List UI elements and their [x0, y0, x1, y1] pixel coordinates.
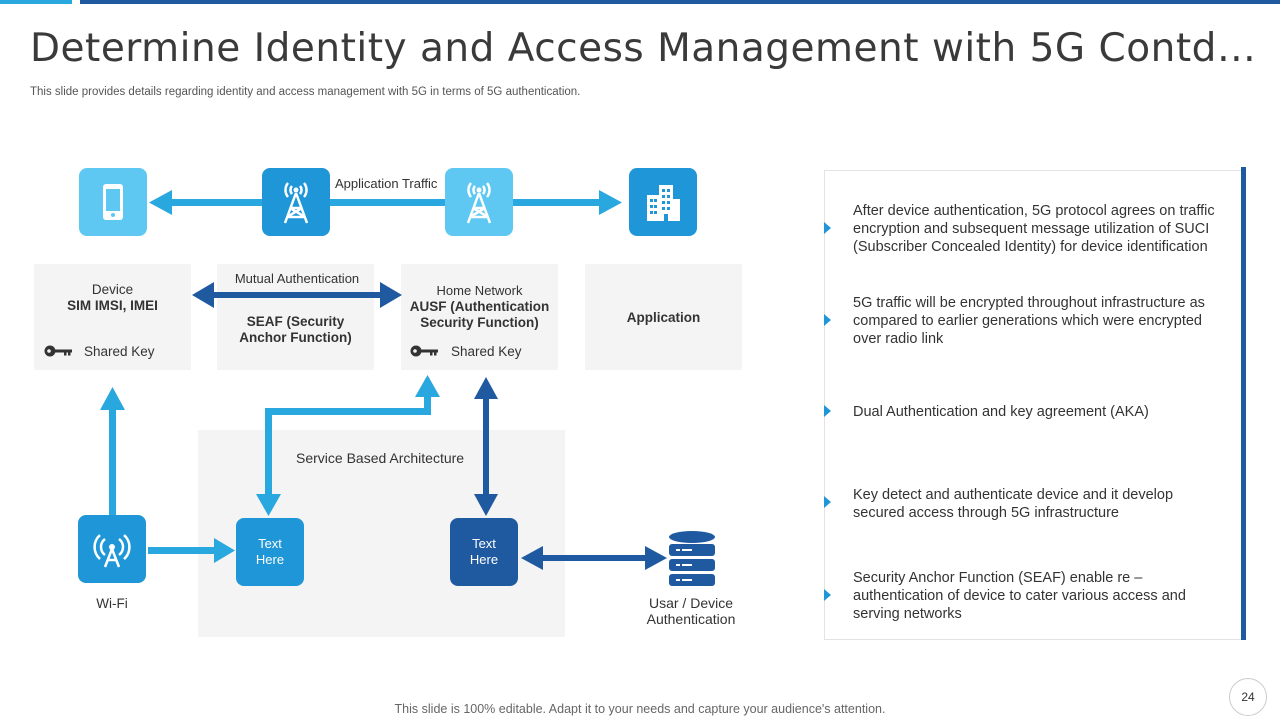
- user-auth-label-line2: Authentication: [646, 611, 736, 627]
- ausf-label-line2: Security Function): [420, 315, 539, 330]
- points-panel: [824, 170, 1242, 640]
- top-accent-bar-dark: [80, 0, 1280, 4]
- text-box-1-line1: Text: [258, 536, 282, 551]
- text-here-box-2: Text Here: [450, 518, 518, 586]
- tower-icon-box-2: [445, 168, 513, 236]
- mutual-authentication-arrow: [192, 282, 402, 308]
- sba-label: Service Based Architecture: [296, 450, 465, 466]
- device-sim-label: SIM IMSI, IMEI: [67, 298, 158, 313]
- home-network-label: Home Network: [436, 283, 523, 298]
- page-title: Determine Identity and Access Management…: [30, 26, 1257, 71]
- sba-elbow-arrow: [256, 375, 440, 516]
- building-icon: [647, 185, 680, 221]
- text-box-1-line2: Here: [255, 552, 285, 567]
- point-item: Security Anchor Function (SEAF) enable r…: [853, 570, 1186, 622]
- bullet-triangle-icon: [824, 496, 831, 508]
- device-label: Device: [91, 282, 134, 297]
- application-traffic-arrow: [149, 190, 622, 215]
- key-icon: [410, 345, 438, 357]
- footer-note: This slide is 100% editable. Adapt it to…: [394, 702, 886, 716]
- mobile-device-icon-box: [79, 168, 147, 236]
- device-shared-key-label: Shared Key: [84, 344, 155, 359]
- bullet-triangle-icon: [824, 314, 831, 326]
- bullet-triangle-icon: [824, 405, 831, 417]
- key-icon: [44, 345, 72, 357]
- mutual-authentication-label: Mutual Authentication: [234, 271, 360, 286]
- bullet-triangle-icon: [824, 589, 831, 601]
- tower-icon-box-1: [262, 168, 330, 236]
- cell-tower-icon: [283, 182, 309, 224]
- points-panel-accent-bar: [1241, 167, 1246, 640]
- point-item: 5G traffic will be encrypted throughout …: [853, 295, 1205, 347]
- application-label: Application: [626, 310, 701, 325]
- seaf-label-line2: Anchor Function): [239, 330, 352, 345]
- cell-tower-icon: [466, 182, 492, 224]
- building-icon-box: [629, 168, 697, 236]
- top-accent-bar-light: [0, 0, 72, 4]
- wifi-to-text-arrow: [148, 538, 235, 563]
- application-traffic-label: Application Traffic: [335, 176, 438, 191]
- wifi-up-arrow: [100, 387, 125, 515]
- database-icon: [669, 531, 715, 586]
- wifi-label: Wi-Fi: [96, 596, 128, 611]
- seaf-label-line1: SEAF (Security: [246, 314, 345, 329]
- ausf-label-line1: AUSF (Authentication: [409, 299, 550, 314]
- user-auth-label-line1: Usar / Device: [648, 595, 734, 611]
- page-subtitle: This slide provides details regarding id…: [30, 86, 581, 98]
- point-item: Dual Authentication and key agreement (A…: [853, 404, 1149, 420]
- home-network-vertical-arrow: [474, 377, 498, 516]
- text-here-box-1: Text Here: [236, 518, 304, 586]
- point-item: Key detect and authenticate device and i…: [853, 487, 1174, 521]
- application-box: [585, 264, 742, 370]
- wifi-icon-box: [78, 515, 146, 583]
- seaf-box: [217, 264, 374, 370]
- home-network-shared-key-label: Shared Key: [451, 344, 522, 359]
- point-item: After device authentication, 5G protocol…: [853, 203, 1215, 255]
- database-horizontal-arrow: [521, 546, 667, 570]
- text-box-2-line1: Text: [472, 536, 496, 551]
- bullet-triangle-icon: [824, 222, 831, 234]
- page-number: 24: [1229, 678, 1267, 716]
- diagram-arrows: [100, 190, 667, 570]
- wifi-antenna-icon: [93, 534, 131, 568]
- mobile-phone-icon: [103, 184, 123, 220]
- text-box-2-line2: Here: [469, 552, 499, 567]
